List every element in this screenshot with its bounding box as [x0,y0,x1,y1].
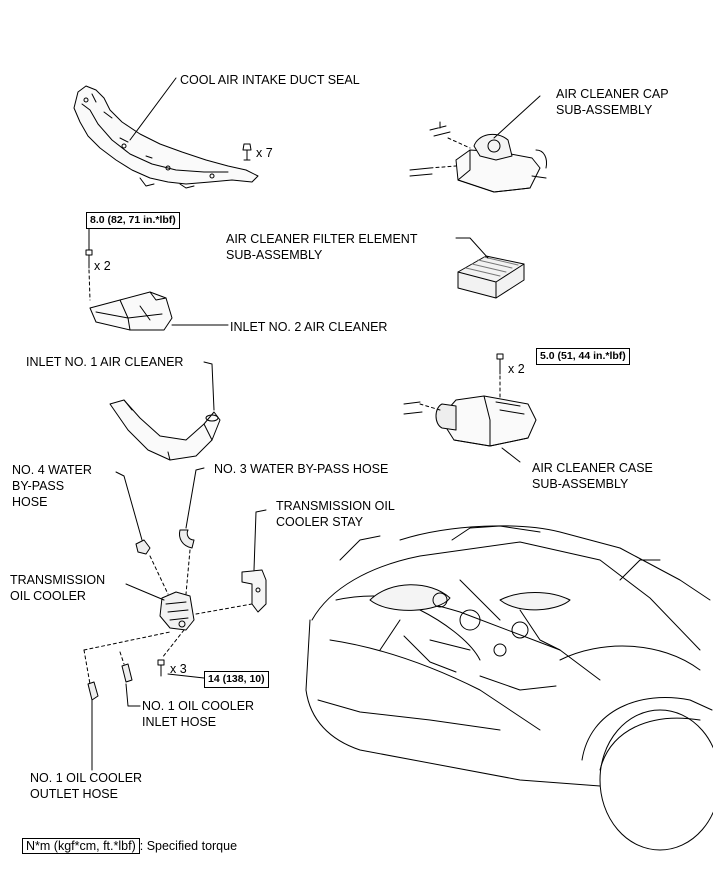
leader-air-cleaner-cap [493,95,541,139]
leader-oil-cooler [125,583,165,601]
no1-oil-cooler-inlet-hose-drawing [121,663,133,683]
dashed-cooler-hoses [83,631,171,651]
label-no4-hose-line1: NO. 4 WATER [12,463,92,477]
label-oil-cooler-line2: OIL COOLER [10,589,86,603]
quantity-clip: x 7 [256,146,273,160]
leader-cooler-stay [253,509,267,571]
label-cooler-stay-line1: TRANSMISSION OIL [276,499,395,513]
leader-no4-hose [115,471,143,541]
label-no4-hose-line2: BY-PASS [12,479,65,493]
label-cool-air-intake-duct-seal: COOL AIR INTAKE DUCT SEAL [180,73,360,87]
torque-air-cleaner-case: 5.0 (51, 44 in.*lbf) [536,348,630,365]
leader-air-cleaner-case [501,447,521,463]
inlet-no2-drawing [89,291,173,331]
inlet-no1-drawing [109,399,221,461]
bolt-icon [157,659,165,677]
dashed-outlet [83,649,91,685]
label-no3-hose: NO. 3 WATER BY-PASS HOSE [214,462,389,476]
label-cooler-stay-line2: COOLER STAY [276,515,364,529]
vehicle-front-illustration [305,525,713,851]
transmission-oil-cooler-stay-drawing [241,569,267,613]
leader-filter-element [455,237,489,259]
legend-unit-box: N*m (kgf*cm, ft.*lbf) [22,838,140,854]
cool-air-intake-duct-seal-drawing [73,85,259,189]
leader-duct-seal [129,77,177,141]
torque-legend: N*m (kgf*cm, ft.*lbf): Specified torque [22,838,237,854]
torque-oil-cooler: 14 (138, 10) [204,671,269,688]
dashed-inlet [119,651,125,665]
filter-element-drawing [457,255,525,299]
air-cleaner-cap-drawing [409,121,547,193]
label-air-cleaner-case-line2: SUB-ASSEMBLY [532,477,629,491]
clip-icon [242,143,252,161]
leader-inlet-hose [125,683,141,707]
torque-inlet-no2: 8.0 (82, 71 in.*lbf) [86,212,180,229]
leader-torque-14 [167,673,205,679]
label-no4-hose-line3: HOSE [12,495,48,509]
leader-bolt-inlet-no2 [88,269,91,301]
air-cleaner-case-drawing [403,395,537,447]
label-filter-element-line2: SUB-ASSEMBLY [226,248,323,262]
label-air-cleaner-cap-line2: SUB-ASSEMBLY [556,103,653,117]
no1-oil-cooler-outlet-hose-drawing [87,681,99,701]
no4-water-bypass-hose-drawing [135,539,151,555]
label-outlet-hose-line2: OUTLET HOSE [30,787,118,801]
label-oil-cooler-line1: TRANSMISSION [10,573,106,587]
transmission-oil-cooler-drawing [149,549,195,631]
label-air-cleaner-cap-line1: AIR CLEANER CAP [556,87,669,101]
label-inlet-no1: INLET NO. 1 AIR CLEANER [26,355,184,369]
dashed-cooler-to-stay [195,603,253,615]
label-filter-element-line1: AIR CLEANER FILTER ELEMENT [226,232,418,246]
quantity-cooler-bolt: x 3 [170,662,187,676]
leader-no3-hose [185,467,205,529]
label-inlet-hose-line1: NO. 1 OIL COOLER [142,699,255,713]
leader-inlet-no1 [203,361,215,411]
label-outlet-hose-line1: NO. 1 OIL COOLER [30,771,143,785]
bolt-icon [85,249,93,269]
bolt-icon [496,353,504,375]
dashed-cooler-bolt [161,629,185,659]
quantity-case-bolt: x 2 [508,362,525,376]
no3-water-bypass-hose-drawing [179,529,195,549]
label-inlet-no2: INLET NO. 2 AIR CLEANER [230,320,388,334]
quantity-inlet-no2-bolt: x 2 [94,259,111,273]
legend-description: : Specified torque [139,839,238,853]
label-inlet-hose-line2: INLET HOSE [142,715,217,729]
label-air-cleaner-case-line1: AIR CLEANER CASE [532,461,653,475]
